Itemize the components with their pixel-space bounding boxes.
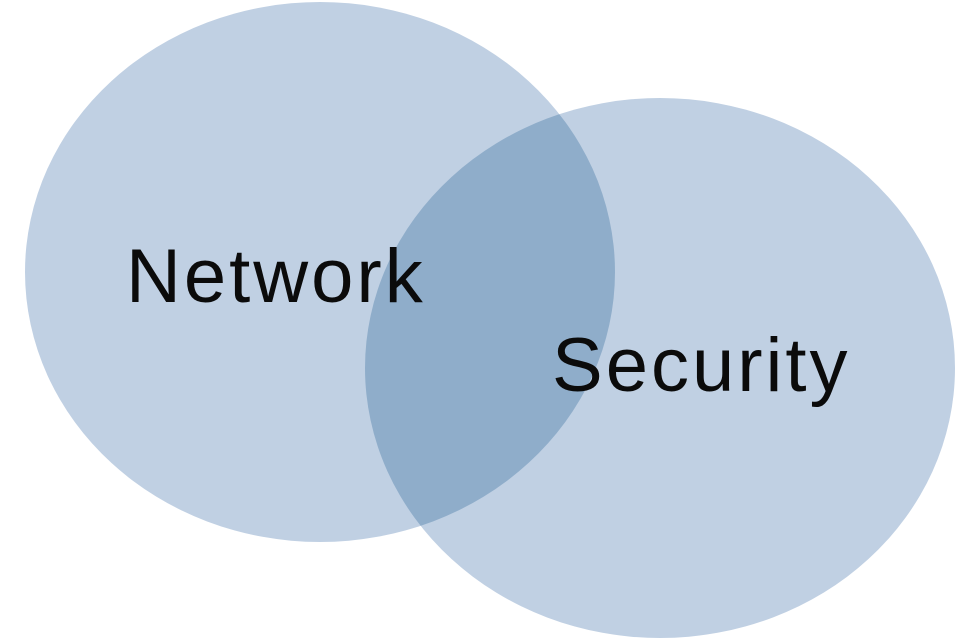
security-circle-label: Security: [552, 323, 851, 408]
network-circle-label: Network: [126, 234, 426, 319]
